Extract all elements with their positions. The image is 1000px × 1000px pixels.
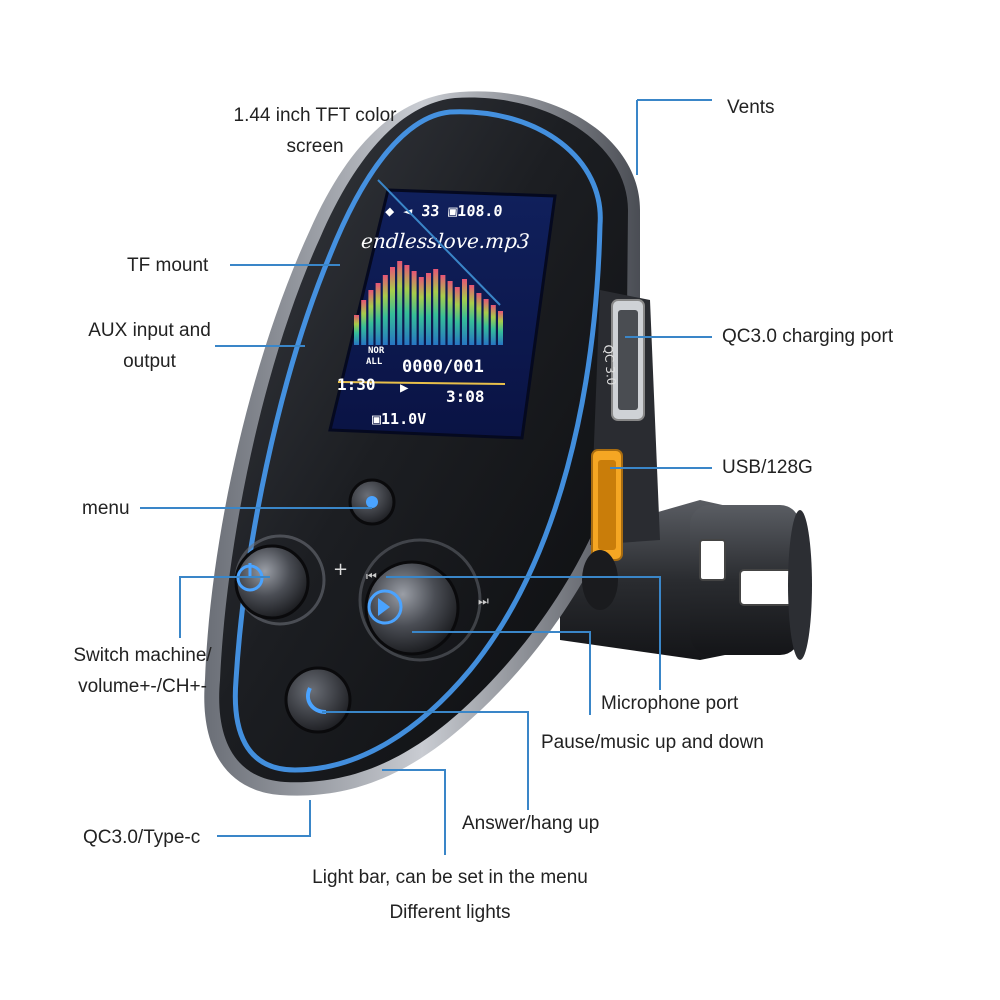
eq-bar (382, 275, 388, 345)
screen-track-name: endlesslove.mp3 (360, 229, 530, 253)
label-menu: menu (82, 498, 130, 519)
eq-bar (498, 311, 503, 345)
label-tft-screen: 1.44 inch TFT color screen (233, 105, 397, 157)
label-vents: Vents (727, 97, 775, 118)
eq-bar (426, 273, 431, 345)
play-pause-icon (367, 589, 403, 625)
next-icon: ⏭ (478, 594, 489, 608)
label-pause: Pause/music up and down (541, 732, 764, 753)
eq-bar (411, 271, 417, 345)
label-light-bar: Light bar, can be set in the menu Differ… (312, 867, 588, 923)
tft-screen: ◆ ◄ 33 ▣108.0 endlesslove.mp3 NOR ALL 00… (328, 188, 557, 440)
label-typec: QC3.0/Type-c (83, 827, 201, 848)
equalizer-bars (354, 261, 503, 345)
label-qc-port: QC3.0 charging port (722, 326, 894, 347)
eq-bar (375, 283, 381, 345)
screen-eq-sub: ALL (366, 357, 383, 367)
screen-voltage: ▣11.0V (372, 410, 426, 428)
eq-bar (397, 261, 403, 345)
screen-play-icon: ▶ (400, 380, 409, 396)
side-ports: QC 3.0 (582, 290, 660, 610)
eq-bar (454, 287, 460, 345)
eq-bar (469, 285, 475, 345)
eq-bar (418, 277, 424, 345)
eq-bar (354, 315, 359, 345)
eq-bar (361, 300, 367, 345)
prev-icon: ⏮ (366, 569, 377, 583)
eq-bar (490, 305, 496, 345)
label-tf-mount: TF mount (127, 255, 209, 276)
callout-lines (140, 99, 712, 855)
label-mic-port: Microphone port (601, 693, 739, 714)
screen-eq-mode: NOR (368, 346, 385, 356)
screen-status: ◆ ◄ 33 ▣108.0 (385, 202, 504, 220)
label-switch: Switch machine/ volume+-/CH+- (73, 645, 212, 697)
eq-bar (447, 281, 453, 345)
eq-bar (476, 293, 482, 345)
power-volume-knob[interactable] (234, 544, 310, 620)
screen-time-elapsed: 1:30 (337, 375, 376, 394)
eq-bar (390, 267, 395, 345)
eq-bar (462, 279, 467, 345)
eq-bar (404, 265, 410, 345)
mic-hole (582, 550, 618, 610)
light-bar-ring (232, 109, 603, 773)
plus-label: + (333, 559, 348, 580)
label-answer: Answer/hang up (462, 813, 600, 834)
screen-time-total: 3:08 (446, 387, 485, 406)
answer-button[interactable] (284, 666, 352, 734)
label-usb: USB/128G (722, 457, 813, 478)
qc-port-label: QC 3.0 (601, 344, 618, 386)
eq-bar (440, 275, 446, 345)
screen-track-counter: 0000/001 (402, 357, 484, 377)
eq-bar (368, 290, 374, 345)
eq-bar (483, 299, 489, 345)
label-aux: AUX input and output (88, 320, 211, 372)
eq-bar (433, 269, 439, 345)
